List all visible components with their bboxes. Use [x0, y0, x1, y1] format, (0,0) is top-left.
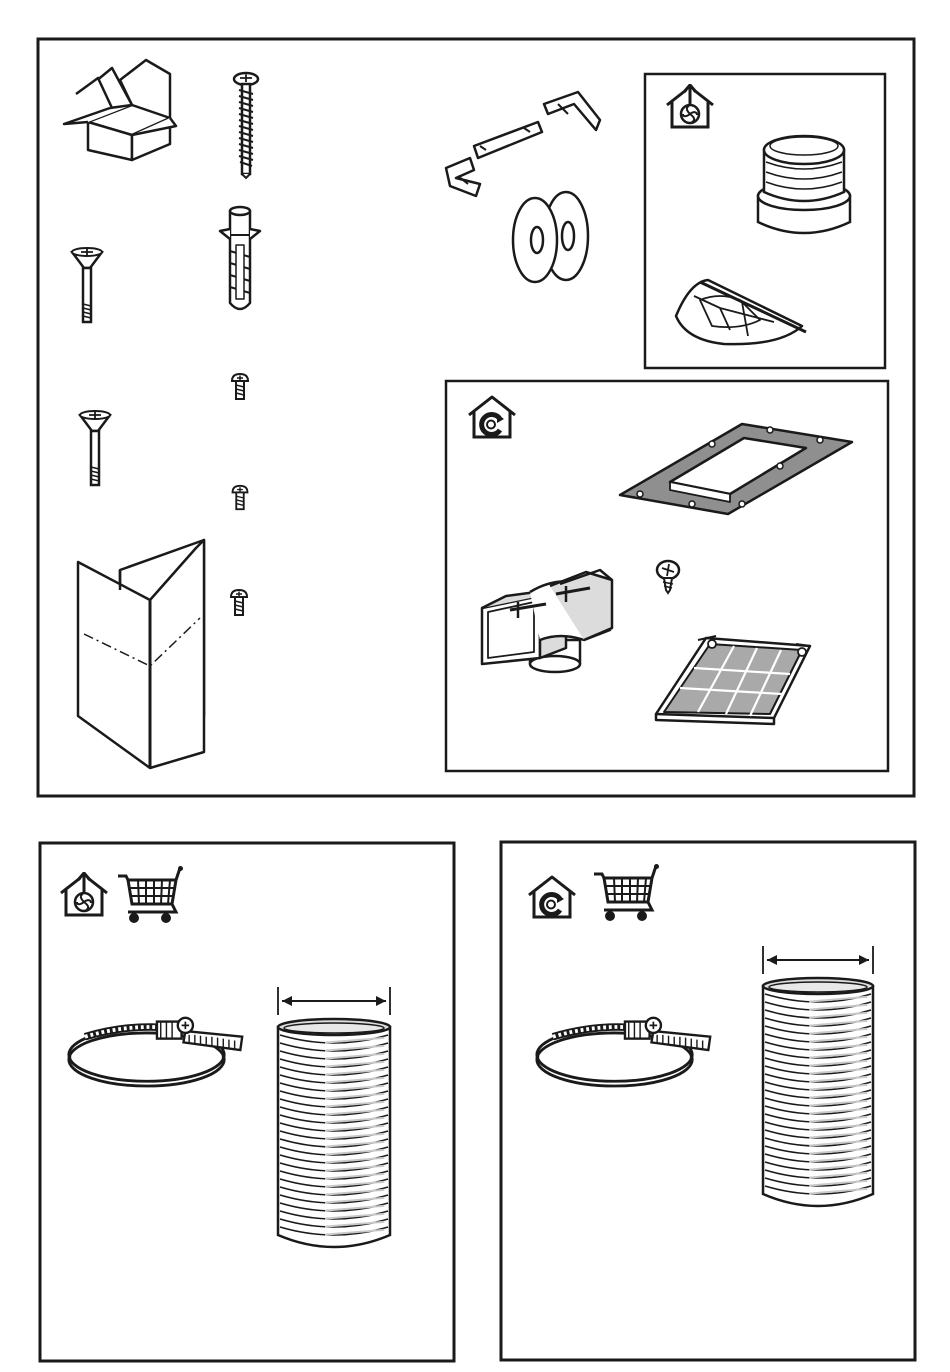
recirculation-mode-parts-panel — [446, 381, 888, 771]
ducted-mode-parts-panel — [645, 74, 885, 368]
air-outlet-connector-icon — [758, 136, 850, 233]
flexible-duct-icon — [278, 1019, 390, 1247]
optional-ducted-accessories-panel — [40, 843, 454, 1361]
optional-recirculation-accessories-panel — [501, 842, 915, 1360]
sealing-rings-icon — [513, 192, 588, 282]
flexible-duct-icon — [763, 978, 873, 1206]
supplied-parts-panel — [38, 39, 914, 796]
